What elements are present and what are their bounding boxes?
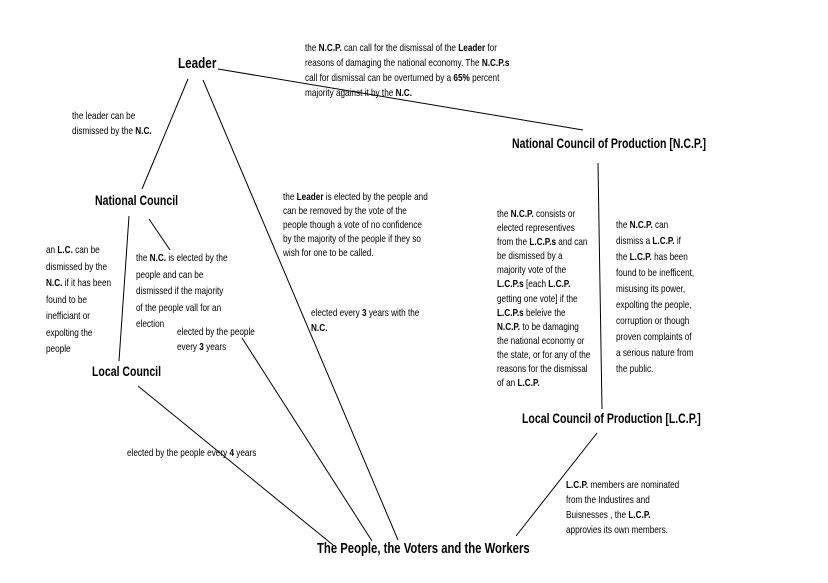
node-people: The People, the Voters and the Workers (317, 541, 530, 557)
edge-national-council-to-people (148, 218, 171, 251)
node-national-council: National Council (95, 193, 179, 208)
edge-national-council-to-people (241, 337, 373, 542)
annotation-ncp-can-dismiss-leader: the N.C.P. can call for the dismissal of… (305, 42, 510, 99)
edge-local-council-to-people (137, 385, 334, 546)
annotation-lc-elected-every-4-years: elected by the people every 4 years (127, 447, 257, 459)
edge-national-council-to-local-council (118, 215, 130, 362)
node-lcp: Local Council of Production [L.C.P.] (522, 411, 701, 426)
node-leader: Leader (178, 55, 217, 72)
node-ncp: National Council of Production [N.C.P.] (512, 136, 707, 151)
edge-ncp-to-lcp (597, 162, 603, 410)
node-local-council: Local Council (92, 364, 162, 379)
